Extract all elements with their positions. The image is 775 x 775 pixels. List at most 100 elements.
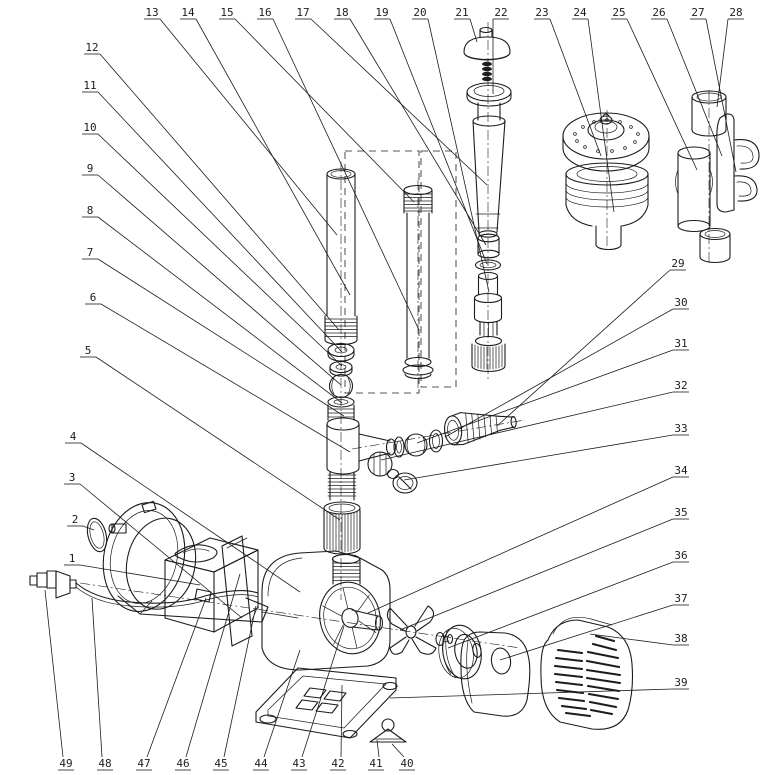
centerlines [79,22,710,649]
power-plug-cord [29,570,259,608]
rotor [438,624,482,680]
leader-line-37 [499,604,674,661]
part-number-3: 3 [69,471,76,484]
leader-line-46 [185,573,241,758]
leader-line-33 [403,434,674,481]
part-number-28: 28 [729,6,742,19]
leader-line-10 [97,133,343,367]
part-number-19: 19 [375,6,388,19]
part-number-31: 31 [674,337,687,350]
leader-line-39 [389,688,674,699]
part-number-12: 12 [85,41,98,54]
impeller [386,605,454,655]
leader-line-9 [97,174,342,386]
part-number-20: 20 [413,6,426,19]
leader-line-31 [416,349,674,444]
part-number-44: 44 [254,757,268,770]
base-plate [255,667,398,739]
part-number-37: 37 [674,592,687,605]
part-number-16: 16 [258,6,271,19]
leader-line-7 [97,258,345,417]
leader-line-30 [444,308,674,438]
leader-line-19 [389,18,488,265]
part-number-7: 7 [87,246,94,259]
riser-tube-threaded [402,184,434,380]
leader-line-5 [95,356,341,521]
part-number-8: 8 [87,204,94,217]
leader-line-1 [79,564,201,586]
leader-line-6 [100,303,351,453]
valve-knob-screw [367,451,418,494]
part-number-13: 13 [145,6,158,19]
leader-line-24 [587,18,615,213]
part-number-42: 42 [331,757,344,770]
leader-line-26 [666,18,723,157]
part-number-41: 41 [369,757,382,770]
leader-line-40 [391,743,405,758]
part-number-22: 22 [494,6,507,19]
leader-line-25 [626,18,698,171]
leader-line-4 [80,442,301,593]
leader-line-29 [496,269,671,427]
part-number-25: 25 [612,6,625,19]
leader-line-18 [349,18,487,246]
part-number-15: 15 [220,6,233,19]
part-number-29: 29 [671,257,684,270]
suction-cup [369,718,407,743]
leader-line-27 [705,18,737,173]
leader-line-12 [99,53,340,331]
part-number-49: 49 [59,757,72,770]
part-number-43: 43 [292,757,305,770]
fountain-jet-column [463,26,512,373]
tee-valve-body [326,396,444,475]
part-number-46: 46 [176,757,189,770]
part-number-39: 39 [674,676,687,689]
part-number-48: 48 [98,757,111,770]
knurled-coupling-nut [323,501,361,555]
part-number-21: 21 [455,6,468,19]
part-number-1: 1 [69,552,76,565]
leader-line-34 [367,476,674,614]
leader-line-36 [447,561,674,649]
leader-line-44 [263,649,301,758]
leader-line-43 [301,625,345,758]
part-number-34: 34 [674,464,688,477]
leader-line-16 [272,18,420,331]
part-number-5: 5 [85,344,92,357]
part-number-30: 30 [674,296,687,309]
motor-body [261,550,391,671]
part-number-32: 32 [674,379,687,392]
swivel-stack [327,342,355,399]
cover-o-ring [86,517,108,553]
dashed-boxes [344,150,457,394]
leader-line-28 [716,18,729,108]
part-number-2: 2 [72,513,79,526]
part-number-17: 17 [296,6,309,19]
part-number-18: 18 [335,6,348,19]
part-number-38: 38 [674,632,687,645]
part-number-14: 14 [181,6,195,19]
leader-line-48 [91,597,103,758]
leader-line-2 [82,525,95,531]
leader-line-8 [97,216,343,404]
leader-line-32 [380,391,674,461]
leader-line-23 [549,18,602,157]
part-number-6: 6 [90,291,97,304]
part-number-45: 45 [214,757,227,770]
leader-line-21 [469,18,478,43]
part-number-26: 26 [652,6,665,19]
part-number-10: 10 [83,121,96,134]
part-number-4: 4 [70,430,77,443]
leader-line-20 [427,18,490,293]
leader-line-38 [589,633,674,646]
leader-line-14 [195,18,351,296]
part-number-23: 23 [535,6,548,19]
part-number-24: 24 [573,6,587,19]
filter-grille-shell [540,616,634,730]
leader-line-11 [97,91,343,353]
part-number-40: 40 [400,757,413,770]
part-number-35: 35 [674,506,687,519]
